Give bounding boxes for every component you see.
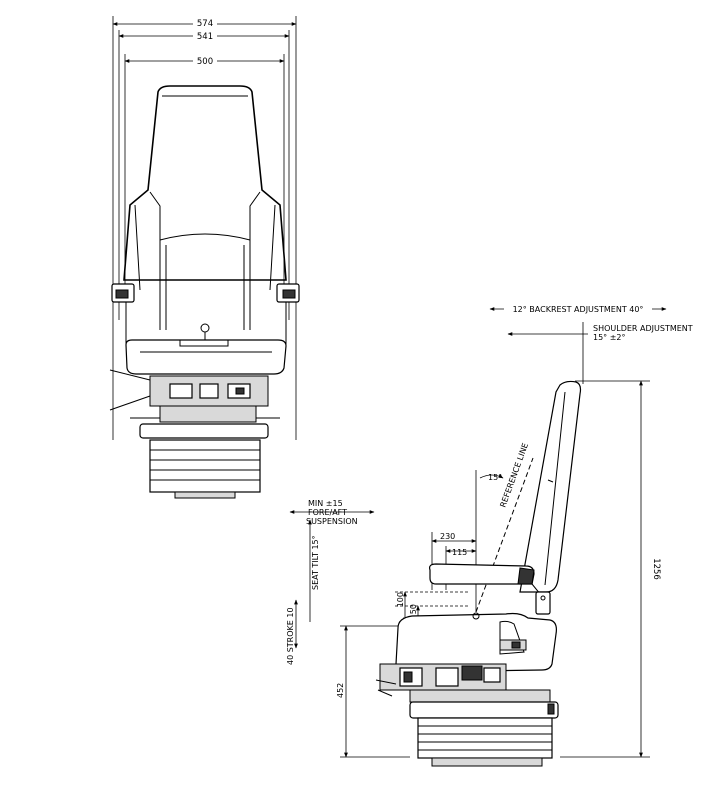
dim-50-label: 50 — [409, 604, 418, 614]
dim-100-50: 100 50 — [395, 591, 470, 623]
dim-574-label: 574 — [197, 19, 213, 29]
dim-452-label: 452 — [336, 683, 345, 698]
backrest-adjustment-label: 12° BACKREST ADJUSTMENT 40° — [513, 305, 644, 314]
side-view: 12° BACKREST ADJUSTMENT 40° SHOULDER ADJ… — [286, 303, 693, 767]
front-suspension — [139, 423, 269, 499]
fore-aft-label-1: MIN ±15 — [308, 499, 343, 508]
seat-tilt-label: SEAT TILT 15° — [311, 535, 320, 590]
dim-500-label: 500 — [197, 57, 213, 67]
dim-230-115: 230 115 — [431, 532, 477, 590]
dim-541-label: 541 — [197, 32, 213, 42]
fore-aft-label-3: SUSPENSION — [306, 517, 358, 526]
side-suspension — [409, 701, 559, 767]
front-seat-cushion — [125, 339, 287, 375]
front-headrest-supports — [111, 283, 300, 345]
reference-line-label: REFERENCE LINE — [498, 442, 530, 509]
front-dimensions: 574 541 500 — [112, 16, 297, 440]
side-armrest — [429, 563, 551, 615]
front-mechanism — [109, 369, 280, 423]
shoulder-adjustment-label: SHOULDER ADJUSTMENT — [593, 324, 693, 333]
shoulder-adjustment-value: 15° ±2° — [593, 333, 626, 342]
side-backrest — [519, 380, 582, 593]
front-view: 574 541 500 — [109, 16, 300, 499]
fore-aft-annotation: MIN ±15 FORE/AFT SUSPENSION — [289, 499, 375, 526]
dim-115-label: 115 — [452, 548, 467, 557]
dim-230-label: 230 — [440, 532, 455, 541]
dim-1256: 1256 — [560, 380, 661, 758]
side-mechanism — [375, 663, 551, 703]
vertical-dimensions: SEAT TILT 15° 40 STROKE 10 452 — [286, 519, 410, 758]
dim-100-label: 100 — [396, 592, 405, 607]
dim-1256-label: 1256 — [651, 558, 661, 580]
fore-aft-label-2: FORE/AFT — [308, 508, 347, 517]
stroke-label: 40 STROKE 10 — [286, 607, 295, 665]
angle-15-label: 15° — [488, 473, 502, 482]
backrest-adjustment-annotation: 12° BACKREST ADJUSTMENT 40° — [489, 303, 667, 314]
front-backrest — [123, 85, 287, 348]
side-seat-cushion — [395, 612, 557, 673]
shoulder-adjustment-annotation: SHOULDER ADJUSTMENT 15° ±2° — [507, 322, 693, 384]
